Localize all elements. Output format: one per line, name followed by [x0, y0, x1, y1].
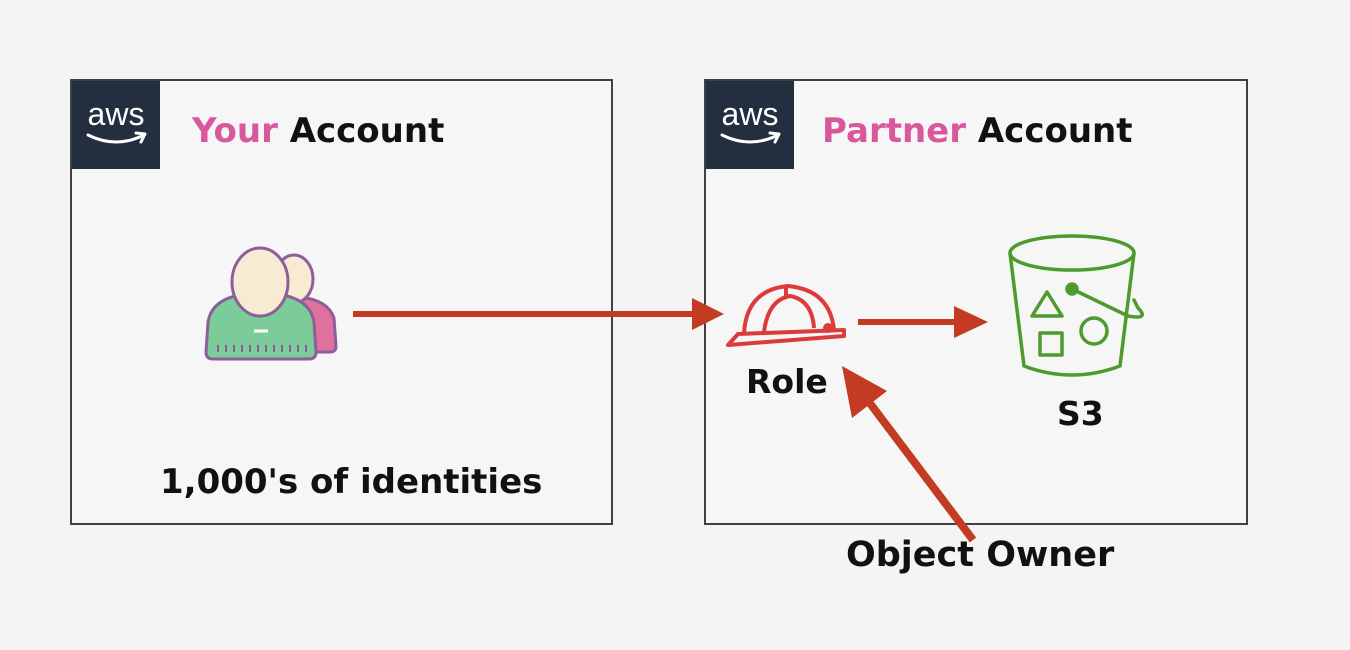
your-account-title-accent: Your	[192, 111, 278, 151]
aws-logo-icon: aws	[86, 96, 147, 144]
aws-logo: aws	[72, 81, 160, 169]
aws-logo: aws	[706, 81, 794, 169]
your-account-title: Your Account	[192, 111, 444, 151]
hard-hat-icon	[726, 284, 846, 347]
s3-label: S3	[1057, 394, 1104, 433]
arrow-role-to-s3	[858, 306, 988, 338]
aws-logo-text: aws	[722, 96, 779, 132]
aws-logo-text: aws	[88, 96, 145, 132]
s3-bucket-icon	[1008, 234, 1144, 377]
partner-account-title-accent: Partner	[822, 111, 967, 151]
users-icon	[204, 246, 338, 361]
arrow-owner-to-role	[842, 366, 977, 543]
your-account-box: aws Your Account	[70, 79, 613, 525]
object-owner-label: Object Owner	[846, 535, 1115, 575]
aws-logo-icon: aws	[720, 96, 781, 144]
arrow-users-to-role	[353, 298, 724, 330]
partner-account-title: Partner Account	[822, 111, 1133, 151]
your-account-title-rest: Account	[289, 111, 445, 151]
partner-account-box: aws Partner Account	[704, 79, 1248, 525]
role-label: Role	[746, 362, 828, 401]
partner-account-title-rest: Account	[977, 111, 1133, 151]
identities-caption: 1,000's of identities	[160, 462, 543, 502]
